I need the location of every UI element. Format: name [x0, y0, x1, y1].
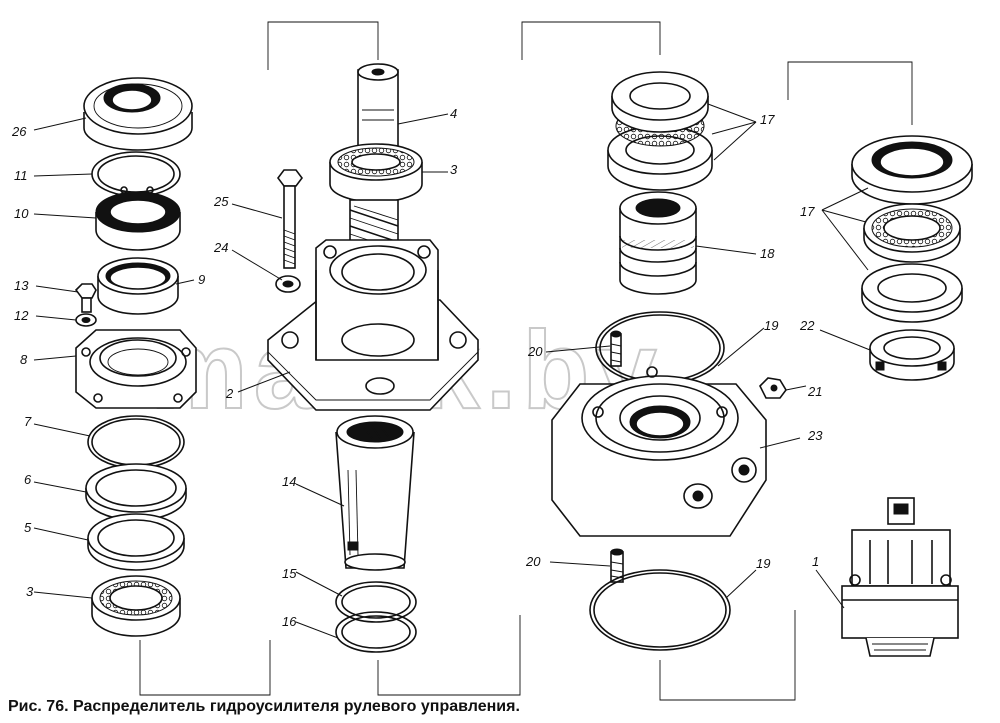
label-9: 9	[198, 272, 205, 287]
part-17-thrust-bearing-upper	[607, 71, 713, 191]
label-15: 15	[282, 566, 297, 581]
label-22: 22	[799, 318, 815, 333]
label-18: 18	[760, 246, 775, 261]
part-5-ring	[87, 513, 185, 571]
part-3-bearing-upper	[329, 143, 423, 203]
label-11: 11	[14, 168, 28, 183]
label-6: 6	[24, 472, 32, 487]
label-24: 24	[213, 240, 228, 255]
label-20-upper: 20	[527, 344, 543, 359]
label-26: 26	[11, 124, 27, 139]
part-14-sleeve	[335, 415, 415, 571]
part-17-thrust-bearing-right	[851, 135, 973, 323]
part-20-pin-lower	[610, 548, 624, 583]
label-12: 12	[14, 308, 29, 323]
part-11-snap-ring	[91, 151, 181, 197]
leader-lines	[33, 103, 871, 639]
label-23: 23	[807, 428, 823, 443]
part-7-o-ring	[87, 415, 185, 469]
part-15-ring	[335, 581, 417, 623]
label-20-lower: 20	[525, 554, 541, 569]
label-13: 13	[14, 278, 29, 293]
label-3-lower: 3	[26, 584, 34, 599]
label-8: 8	[20, 352, 28, 367]
part-10-seal	[95, 191, 181, 251]
part-13-bolt	[74, 283, 97, 313]
label-3-upper: 3	[450, 162, 458, 177]
label-4: 4	[450, 106, 457, 121]
part-8-flange	[75, 329, 197, 409]
label-1: 1	[812, 554, 819, 569]
part-19-o-ring-lower	[589, 569, 731, 651]
part-22-nut	[869, 329, 955, 381]
part-2-housing	[267, 239, 479, 411]
assembly-lines	[139, 21, 913, 701]
part-12-washer	[75, 313, 97, 327]
part-16-ring	[335, 611, 417, 653]
label-5: 5	[24, 520, 32, 535]
figure-caption: Рис. 76. Распределитель гидроусилителя р…	[8, 698, 520, 715]
part-25-bolt	[277, 169, 303, 269]
label-21: 21	[807, 384, 822, 399]
label-19-lower: 19	[756, 556, 770, 571]
part-26-seal-cover	[83, 77, 193, 151]
part-6-ring	[85, 463, 187, 521]
label-17-right: 17	[800, 204, 815, 219]
label-2: 2	[225, 386, 234, 401]
label-10: 10	[14, 206, 29, 221]
part-1-valve-unit	[841, 497, 959, 657]
part-21-plug	[759, 377, 787, 399]
label-7: 7	[24, 414, 32, 429]
part-3-bearing-lower	[91, 575, 181, 637]
part-9-bushing	[97, 257, 179, 315]
label-17-center: 17	[760, 112, 775, 127]
label-16: 16	[282, 614, 297, 629]
part-23-valve-body	[551, 366, 767, 537]
label-19-upper: 19	[764, 318, 778, 333]
label-14: 14	[282, 474, 296, 489]
part-20-pin-upper	[610, 330, 622, 367]
part-18-spool	[619, 191, 697, 295]
label-25: 25	[213, 194, 229, 209]
part-labels: 26 11 10 13 12 9 8 7 6 5 3 25 24 4 3 2 1…	[11, 106, 823, 629]
